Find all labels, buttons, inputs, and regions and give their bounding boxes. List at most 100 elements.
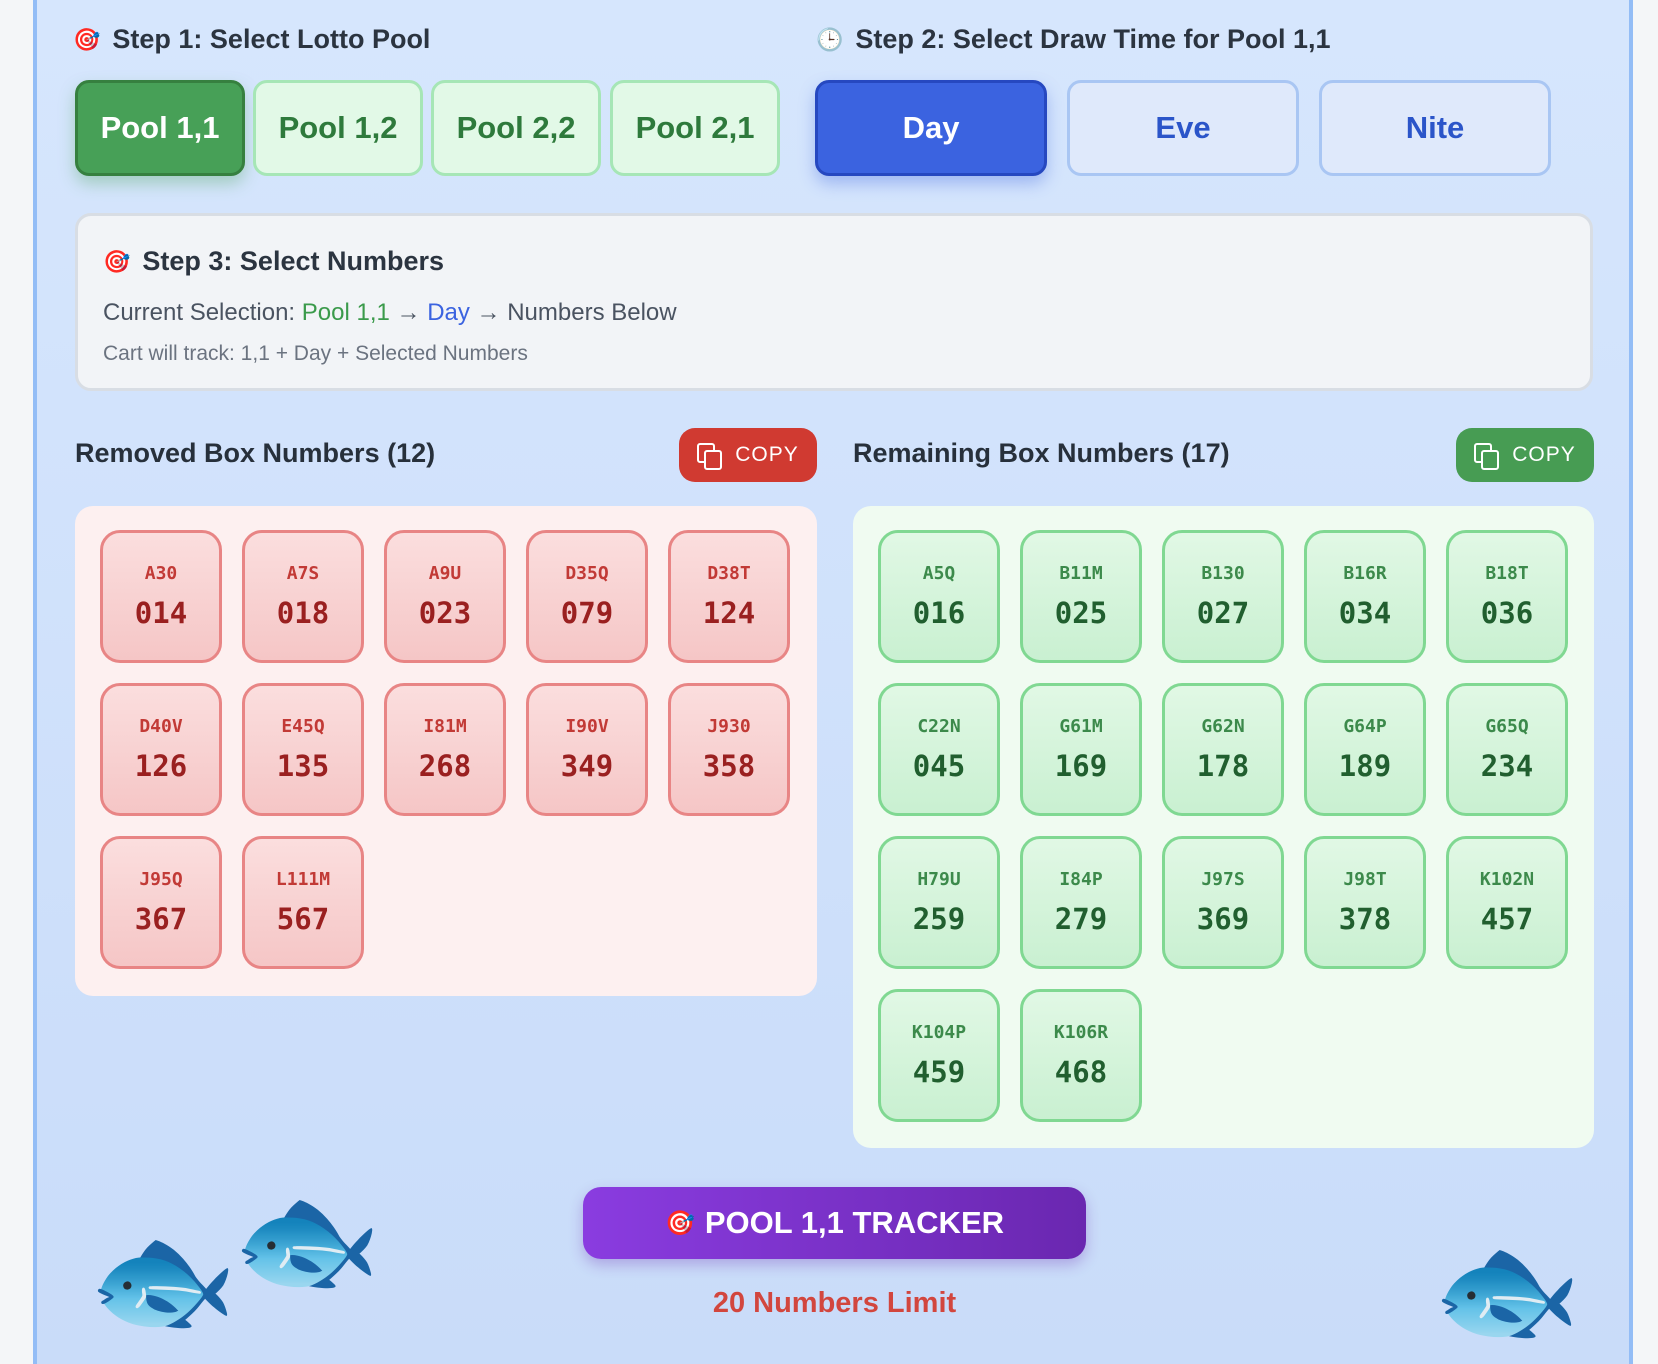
box-number: 135: [276, 749, 330, 783]
box-code: D38T: [707, 563, 751, 584]
copy-removed-button[interactable]: COPY: [679, 428, 817, 482]
current-suffix: Numbers Below: [507, 299, 677, 326]
box-number: 279: [1054, 902, 1108, 936]
box-number: 367: [134, 902, 188, 936]
box-number: 014: [134, 596, 188, 630]
box-number: 023: [418, 596, 472, 630]
pool-button-1-1[interactable]: Pool 1,1: [75, 80, 245, 176]
box-code: K102N: [1479, 869, 1535, 890]
fish-icon: 🐟: [1432, 1223, 1582, 1357]
box-code: J930: [707, 716, 751, 737]
copy-icon: [697, 443, 723, 470]
remaining-box[interactable]: G65Q 234: [1446, 683, 1568, 816]
removed-box[interactable]: E45Q 135: [242, 683, 364, 816]
arrow-icon: →: [396, 299, 421, 326]
box-code: I90V: [565, 716, 609, 737]
time-button-day[interactable]: Day: [815, 80, 1047, 176]
box-number: 189: [1338, 749, 1392, 783]
pool-button-2-1[interactable]: Pool 2,1: [610, 80, 780, 176]
pool-button-1-2[interactable]: Pool 1,2: [253, 80, 423, 176]
remaining-box[interactable]: K102N 457: [1446, 836, 1568, 969]
step3-panel: 🎯 Step 3: Select Numbers Current Selecti…: [75, 213, 1593, 391]
box-number: 016: [912, 596, 966, 630]
box-number: 036: [1480, 596, 1534, 630]
removed-box[interactable]: J95Q 367: [100, 836, 222, 969]
pool-tracker-button[interactable]: 🎯 POOL 1,1 TRACKER: [583, 1187, 1086, 1259]
removed-box[interactable]: A9U 023: [384, 530, 506, 663]
box-code: G61M: [1059, 716, 1103, 737]
box-number: 034: [1338, 596, 1392, 630]
remaining-box[interactable]: A5Q 016: [878, 530, 1000, 663]
time-button-eve[interactable]: Eve: [1067, 80, 1299, 176]
removed-title: Removed Box Numbers (12): [75, 438, 436, 468]
box-code: A5Q: [922, 563, 956, 584]
step1-title-text: Step 1: Select Lotto Pool: [112, 24, 431, 54]
remaining-box[interactable]: C22N 045: [878, 683, 1000, 816]
step3-title: 🎯 Step 3: Select Numbers: [103, 246, 444, 277]
time-button-nite[interactable]: Nite: [1319, 80, 1551, 176]
current-selection: Current Selection: Pool 1,1 → Day → Numb…: [103, 299, 677, 327]
clock-icon: 🕒: [816, 26, 844, 52]
remaining-box[interactable]: K104P 459: [878, 989, 1000, 1122]
box-code: A9U: [428, 563, 462, 584]
target-icon: 🎯: [103, 248, 131, 274]
current-pool: Pool 1,1: [301, 299, 390, 326]
box-code: G65Q: [1485, 716, 1529, 737]
removed-box[interactable]: I90V 349: [526, 683, 648, 816]
box-code: I81M: [423, 716, 467, 737]
box-code: J98T: [1343, 869, 1387, 890]
pool-button-2-2[interactable]: Pool 2,2: [431, 80, 601, 176]
box-code: K104P: [911, 1022, 967, 1043]
box-code: D40V: [139, 716, 183, 737]
box-number: 358: [702, 749, 756, 783]
removed-box[interactable]: L111M 567: [242, 836, 364, 969]
removed-box[interactable]: D38T 124: [668, 530, 790, 663]
remaining-box[interactable]: B11M 025: [1020, 530, 1142, 663]
box-number: 457: [1480, 902, 1534, 936]
box-number: 234: [1480, 749, 1534, 783]
box-code: C22N: [917, 716, 961, 737]
box-code: J95Q: [139, 869, 183, 890]
fish-icon: 🐟: [88, 1213, 238, 1347]
remaining-title: Remaining Box Numbers (17): [853, 438, 1230, 468]
box-number: 124: [702, 596, 756, 630]
box-number: 349: [560, 749, 614, 783]
box-number: 025: [1054, 596, 1108, 630]
box-code: H79U: [917, 869, 961, 890]
target-icon: 🎯: [73, 26, 101, 52]
fish-icon: 🐟: [232, 1173, 382, 1307]
page-margin: [1637, 0, 1658, 1364]
box-number: 045: [912, 749, 966, 783]
box-number: 567: [276, 902, 330, 936]
box-number: 459: [912, 1055, 966, 1089]
box-code: B11M: [1059, 563, 1103, 584]
step2-title: 🕒 Step 2: Select Draw Time for Pool 1,1: [816, 24, 1331, 55]
copy-remaining-button[interactable]: COPY: [1456, 428, 1594, 482]
box-code: G62N: [1201, 716, 1245, 737]
box-code: B18T: [1485, 563, 1529, 584]
remaining-box[interactable]: B18T 036: [1446, 530, 1568, 663]
target-icon: 🎯: [664, 1209, 695, 1237]
removed-box[interactable]: J930 358: [668, 683, 790, 816]
box-code: E45Q: [281, 716, 325, 737]
tracker-label: POOL 1,1 TRACKER: [704, 1205, 1005, 1240]
box-code: L111M: [275, 869, 331, 890]
